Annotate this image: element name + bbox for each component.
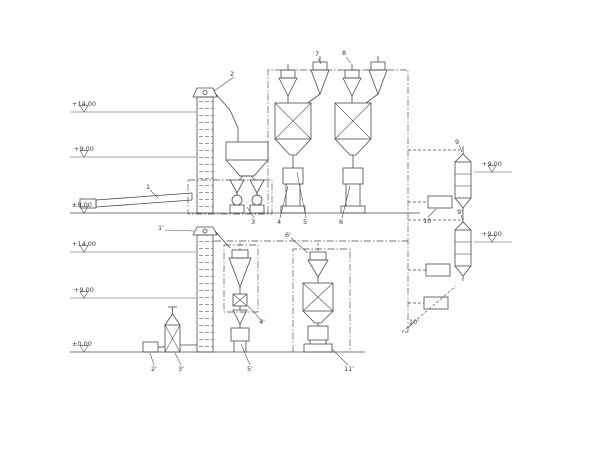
label-4: 4 bbox=[277, 218, 282, 226]
elevation-marker-icon bbox=[79, 105, 89, 113]
label-10p: 10' bbox=[409, 318, 420, 326]
bucket-elevator-1-prime bbox=[192, 226, 231, 353]
duct-network bbox=[214, 69, 460, 333]
label-9p: 9' bbox=[457, 208, 463, 216]
fan-unit-10-prime bbox=[423, 296, 449, 310]
label-elev-right-lower: +9.00 bbox=[482, 230, 502, 238]
label-elev-right-upper: +9.00 bbox=[482, 160, 502, 168]
hopper-with-packers-3 bbox=[187, 141, 273, 215]
elevation-marker-icon bbox=[79, 206, 89, 214]
elevation-marker-icon bbox=[79, 245, 89, 253]
label-6: 6 bbox=[339, 218, 344, 226]
label-elev-bot-14: +14.00 bbox=[72, 240, 97, 248]
label-8: 8 bbox=[342, 49, 347, 57]
label-5: 5 bbox=[303, 218, 308, 226]
label-2: 2 bbox=[230, 70, 235, 78]
label-elev-top-9: +9.00 bbox=[74, 145, 94, 153]
elevation-marker-icon bbox=[79, 150, 89, 158]
fan-unit-10 bbox=[427, 195, 453, 209]
packing-bin-right-6 bbox=[334, 102, 372, 214]
label-elev-top-0: ±0.00 bbox=[72, 201, 92, 209]
leader-lines bbox=[149, 56, 464, 366]
label-elev-bot-9: +9.00 bbox=[74, 286, 94, 294]
label-10: 10 bbox=[423, 217, 432, 225]
aspiration-cyclones-7-8 bbox=[278, 56, 388, 104]
elevation-marker-icon bbox=[79, 291, 89, 299]
label-6p: 6' bbox=[285, 231, 291, 239]
inclined-conveyor-1 bbox=[79, 192, 193, 209]
label-7: 7 bbox=[315, 50, 320, 58]
label-11p: 11' bbox=[344, 365, 355, 373]
label-3p: 3' bbox=[178, 365, 184, 373]
elevation-marker-icon bbox=[79, 345, 89, 353]
bucket-elevator-2 bbox=[192, 87, 239, 214]
label-4p: 4' bbox=[259, 318, 265, 326]
label-1: 1 bbox=[146, 183, 151, 191]
room-boundary bbox=[223, 244, 259, 313]
fan-unit-mid bbox=[425, 263, 451, 277]
label-1p: 1' bbox=[158, 224, 164, 232]
elevation-marker-icon bbox=[487, 165, 497, 173]
label-9: 9 bbox=[455, 138, 460, 146]
label-5p: 5' bbox=[247, 365, 253, 373]
label-3: 3 bbox=[251, 218, 256, 226]
room-boundary bbox=[187, 179, 273, 215]
datum-lines bbox=[70, 105, 512, 353]
feeder-2p-aspirator-3p bbox=[142, 306, 197, 353]
packing-bin-left-4-5 bbox=[274, 102, 312, 214]
label-2p: 2' bbox=[151, 365, 157, 373]
cyclone-column-4p-5p bbox=[223, 244, 259, 352]
filter-bin-column-6p-11p bbox=[292, 248, 351, 353]
label-elev-bot-0: ±0.00 bbox=[72, 340, 92, 348]
elevation-marker-icon bbox=[487, 235, 497, 243]
storage-vessel-9 bbox=[454, 146, 472, 214]
storage-vessel-9-prime bbox=[454, 214, 472, 281]
label-elev-top-14: +14.00 bbox=[72, 100, 97, 108]
